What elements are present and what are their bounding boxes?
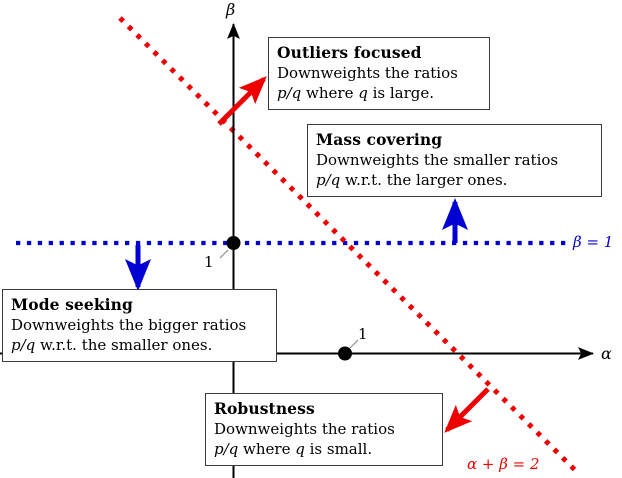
callout-title: Robustness bbox=[214, 399, 315, 418]
callout-title: Outliers focused bbox=[277, 43, 422, 62]
callout-line-1: Downweights the ratios bbox=[214, 420, 395, 438]
callout-line-2: p/q w.r.t. the smaller ones. bbox=[11, 335, 268, 355]
callout-line-2: p/q where q is large. bbox=[277, 83, 481, 103]
beta-tick-leader bbox=[219, 249, 229, 259]
ratio-math: p/q bbox=[277, 84, 302, 102]
callout-line-2-text-b: is large. bbox=[367, 84, 435, 102]
alpha-plus-beta-equals-two-label: α + β = 2 bbox=[467, 455, 540, 473]
callout-line-2-text-b: is small. bbox=[304, 440, 373, 458]
callout-title: Mass covering bbox=[316, 130, 443, 149]
arrow-outliers-focused bbox=[217, 76, 267, 126]
beta-equals-one-label: β = 1 bbox=[573, 233, 614, 251]
callout-line-2: p/q where q is small. bbox=[214, 439, 434, 459]
callout-line-1: Downweights the bigger ratios bbox=[11, 316, 247, 334]
ratio-math: p/q bbox=[316, 171, 341, 189]
callout-line-2-text-a: where bbox=[238, 440, 296, 458]
ratio-math: p/q bbox=[11, 336, 36, 354]
callout-mass-covering: Mass covering Downweights the smaller ra… bbox=[307, 124, 602, 197]
arrow-robustness bbox=[444, 387, 490, 433]
callout-line-2-text-a: where bbox=[301, 84, 359, 102]
alpha-unit-dot bbox=[338, 346, 352, 361]
callout-mode-seeking: Mode seeking Downweights the bigger rati… bbox=[2, 289, 277, 362]
callout-outliers-focused: Outliers focused Downweights the ratios … bbox=[268, 37, 490, 110]
beta-axis-label: β bbox=[226, 0, 236, 19]
alpha-axis-label: α bbox=[601, 344, 612, 363]
callout-line-1: Downweights the ratios bbox=[277, 64, 458, 82]
beta-unit-dot bbox=[226, 236, 241, 250]
callout-title: Mode seeking bbox=[11, 295, 133, 314]
callout-robustness: Robustness Downweights the ratios p/q wh… bbox=[205, 393, 443, 466]
callout-line-1: Downweights the smaller ratios bbox=[316, 151, 559, 169]
callout-line-2-text-a: w.r.t. the smaller ones. bbox=[35, 336, 213, 354]
alpha-unit-tick-label: 1 bbox=[358, 325, 368, 343]
q-math: q bbox=[295, 440, 305, 458]
ratio-math: p/q bbox=[214, 440, 239, 458]
q-math: q bbox=[358, 84, 368, 102]
beta-unit-tick-label: 1 bbox=[204, 253, 214, 271]
callout-line-2: p/q w.r.t. the larger ones. bbox=[316, 170, 593, 190]
callout-line-2-text-a: w.r.t. the larger ones. bbox=[340, 171, 508, 189]
alpha-tick-leader bbox=[349, 339, 359, 349]
